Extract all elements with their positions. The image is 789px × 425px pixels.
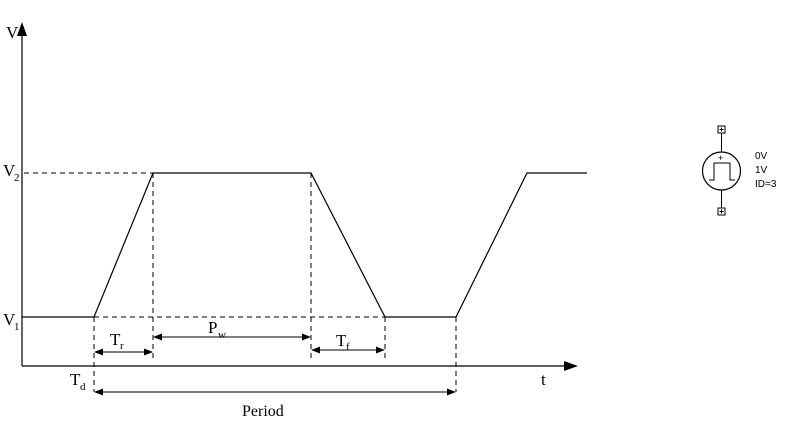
td-main: T <box>70 370 81 389</box>
source-param-line-3: ID=3 <box>755 179 777 190</box>
v2-main: V <box>3 161 16 180</box>
tf-main: T <box>336 331 347 350</box>
source-param-line-1: 0V <box>755 151 768 162</box>
y-axis-arrow <box>17 22 27 36</box>
tr-sub: r <box>120 340 124 352</box>
pw-sub: w <box>218 329 226 341</box>
x-axis-arrow <box>564 361 578 371</box>
source-plus-sign: + <box>718 153 723 163</box>
reference-lines <box>24 172 457 392</box>
pulse-waveform <box>22 172 587 318</box>
level-label-v1: V 1 <box>3 310 20 333</box>
tr-main: T <box>110 330 121 349</box>
label-tf: T f <box>336 331 350 353</box>
td-sub: d <box>80 381 86 393</box>
pulse-source-symbol: + 0V 1V ID=3 <box>701 125 777 216</box>
v1-main: V <box>3 310 16 329</box>
pw-main: P <box>208 318 217 337</box>
label-td: T d <box>70 370 86 393</box>
y-axis-label: V <box>6 23 19 42</box>
label-pw: P w <box>208 318 226 341</box>
square-pulse-icon <box>709 162 735 181</box>
label-tr: T r <box>110 330 124 352</box>
dimension-arrows <box>94 333 456 396</box>
v1-sub: 1 <box>14 321 20 333</box>
level-label-v2: V 2 <box>3 161 20 184</box>
tf-sub: f <box>346 341 350 353</box>
v2-sub: 2 <box>14 172 20 184</box>
x-axis-label: t <box>541 370 546 389</box>
period-label: Period <box>242 403 284 420</box>
axes: V t <box>6 22 578 389</box>
source-param-line-2: 1V <box>755 165 768 176</box>
